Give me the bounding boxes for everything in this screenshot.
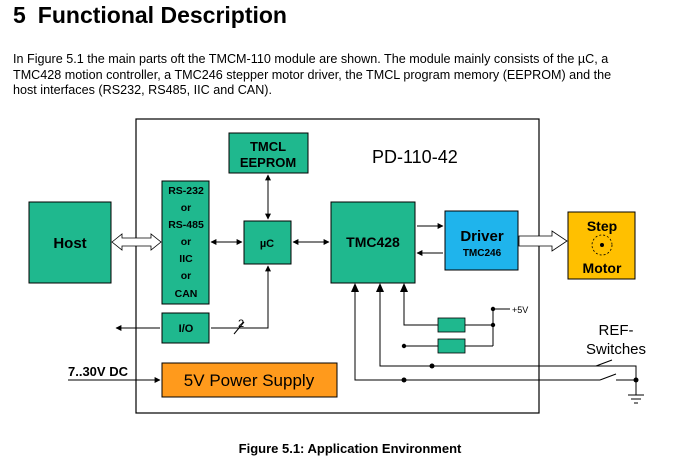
intro-line: TMC428 motion controller, a TMC246 stepp…	[13, 67, 612, 82]
arrowheads-up	[351, 283, 408, 292]
uc-block	[243, 220, 292, 265]
motor-bus-arrow	[518, 230, 568, 252]
ref-switch-2	[599, 373, 617, 381]
interface-label: RS-232	[168, 185, 204, 197]
driver-label: Driver	[460, 228, 504, 245]
intro-line: host interfaces (RS232, RS485, IIC and C…	[13, 83, 272, 97]
switch-return	[612, 365, 637, 395]
io-block	[161, 312, 210, 344]
eeprom-label-line: TMCL	[250, 139, 286, 154]
interface-label: RS-485	[168, 219, 204, 231]
driver-sublabel: TMC246	[463, 248, 502, 259]
interface-label: or	[181, 270, 192, 282]
eeprom-label-line: EEPROM	[240, 155, 296, 170]
tmc428-block	[330, 201, 416, 284]
power-supply-block	[161, 362, 338, 398]
host-block	[28, 201, 112, 284]
section-heading: 5 Functional Description	[13, 2, 287, 29]
interface-label: CAN	[175, 288, 198, 300]
host-label: Host	[53, 235, 86, 252]
interface-label: or	[181, 236, 192, 248]
bus-width-label: 2	[238, 318, 244, 330]
junction-dots	[401, 306, 639, 383]
board-outline	[135, 118, 540, 414]
host-bus-arrow	[111, 233, 162, 251]
intro-paragraph: In Figure 5.1 the main parts oft the TMC…	[13, 52, 693, 99]
bus-width-tick	[233, 321, 245, 335]
ref-switch-1	[595, 359, 613, 367]
section-number: 5	[13, 2, 26, 28]
intro-line: In Figure 5.1 the main parts oft the TMC…	[13, 52, 609, 66]
tmc428-label: TMC428	[346, 234, 400, 250]
ref-voltage-label: +5V	[512, 305, 528, 315]
motor-shaft	[600, 243, 604, 247]
interface-label: IIC	[179, 253, 193, 265]
ref-switches-label-line: REF-	[599, 322, 634, 339]
section-title: Functional Description	[37, 2, 287, 28]
uc-io-link	[211, 265, 271, 329]
board-label: PD-110-42	[372, 147, 458, 167]
ref-line-outer	[354, 285, 600, 381]
motor-label-line: Motor	[583, 260, 622, 276]
interface-labels: RS-232 or RS-485 or IIC or CAN	[168, 185, 204, 300]
power-supply-label: 5V Power Supply	[184, 371, 315, 390]
driver-block	[444, 210, 519, 271]
interface-label: or	[181, 202, 192, 214]
supply-input-label: 7..30V DC	[68, 364, 129, 379]
uc-label: µC	[260, 238, 274, 250]
eeprom-block	[228, 132, 309, 174]
interface-block	[161, 180, 210, 305]
figure-caption: Figure 5.1: Application Environment	[238, 441, 462, 456]
io-label: I/O	[179, 323, 194, 335]
motor-label-line: Step	[587, 218, 617, 234]
ref-switches-label-line: Switches	[586, 341, 646, 358]
pullup-resistor	[437, 338, 466, 354]
pullup-resistor	[437, 317, 466, 333]
ref-line-middle	[379, 285, 636, 367]
motor-rotor	[591, 234, 613, 256]
